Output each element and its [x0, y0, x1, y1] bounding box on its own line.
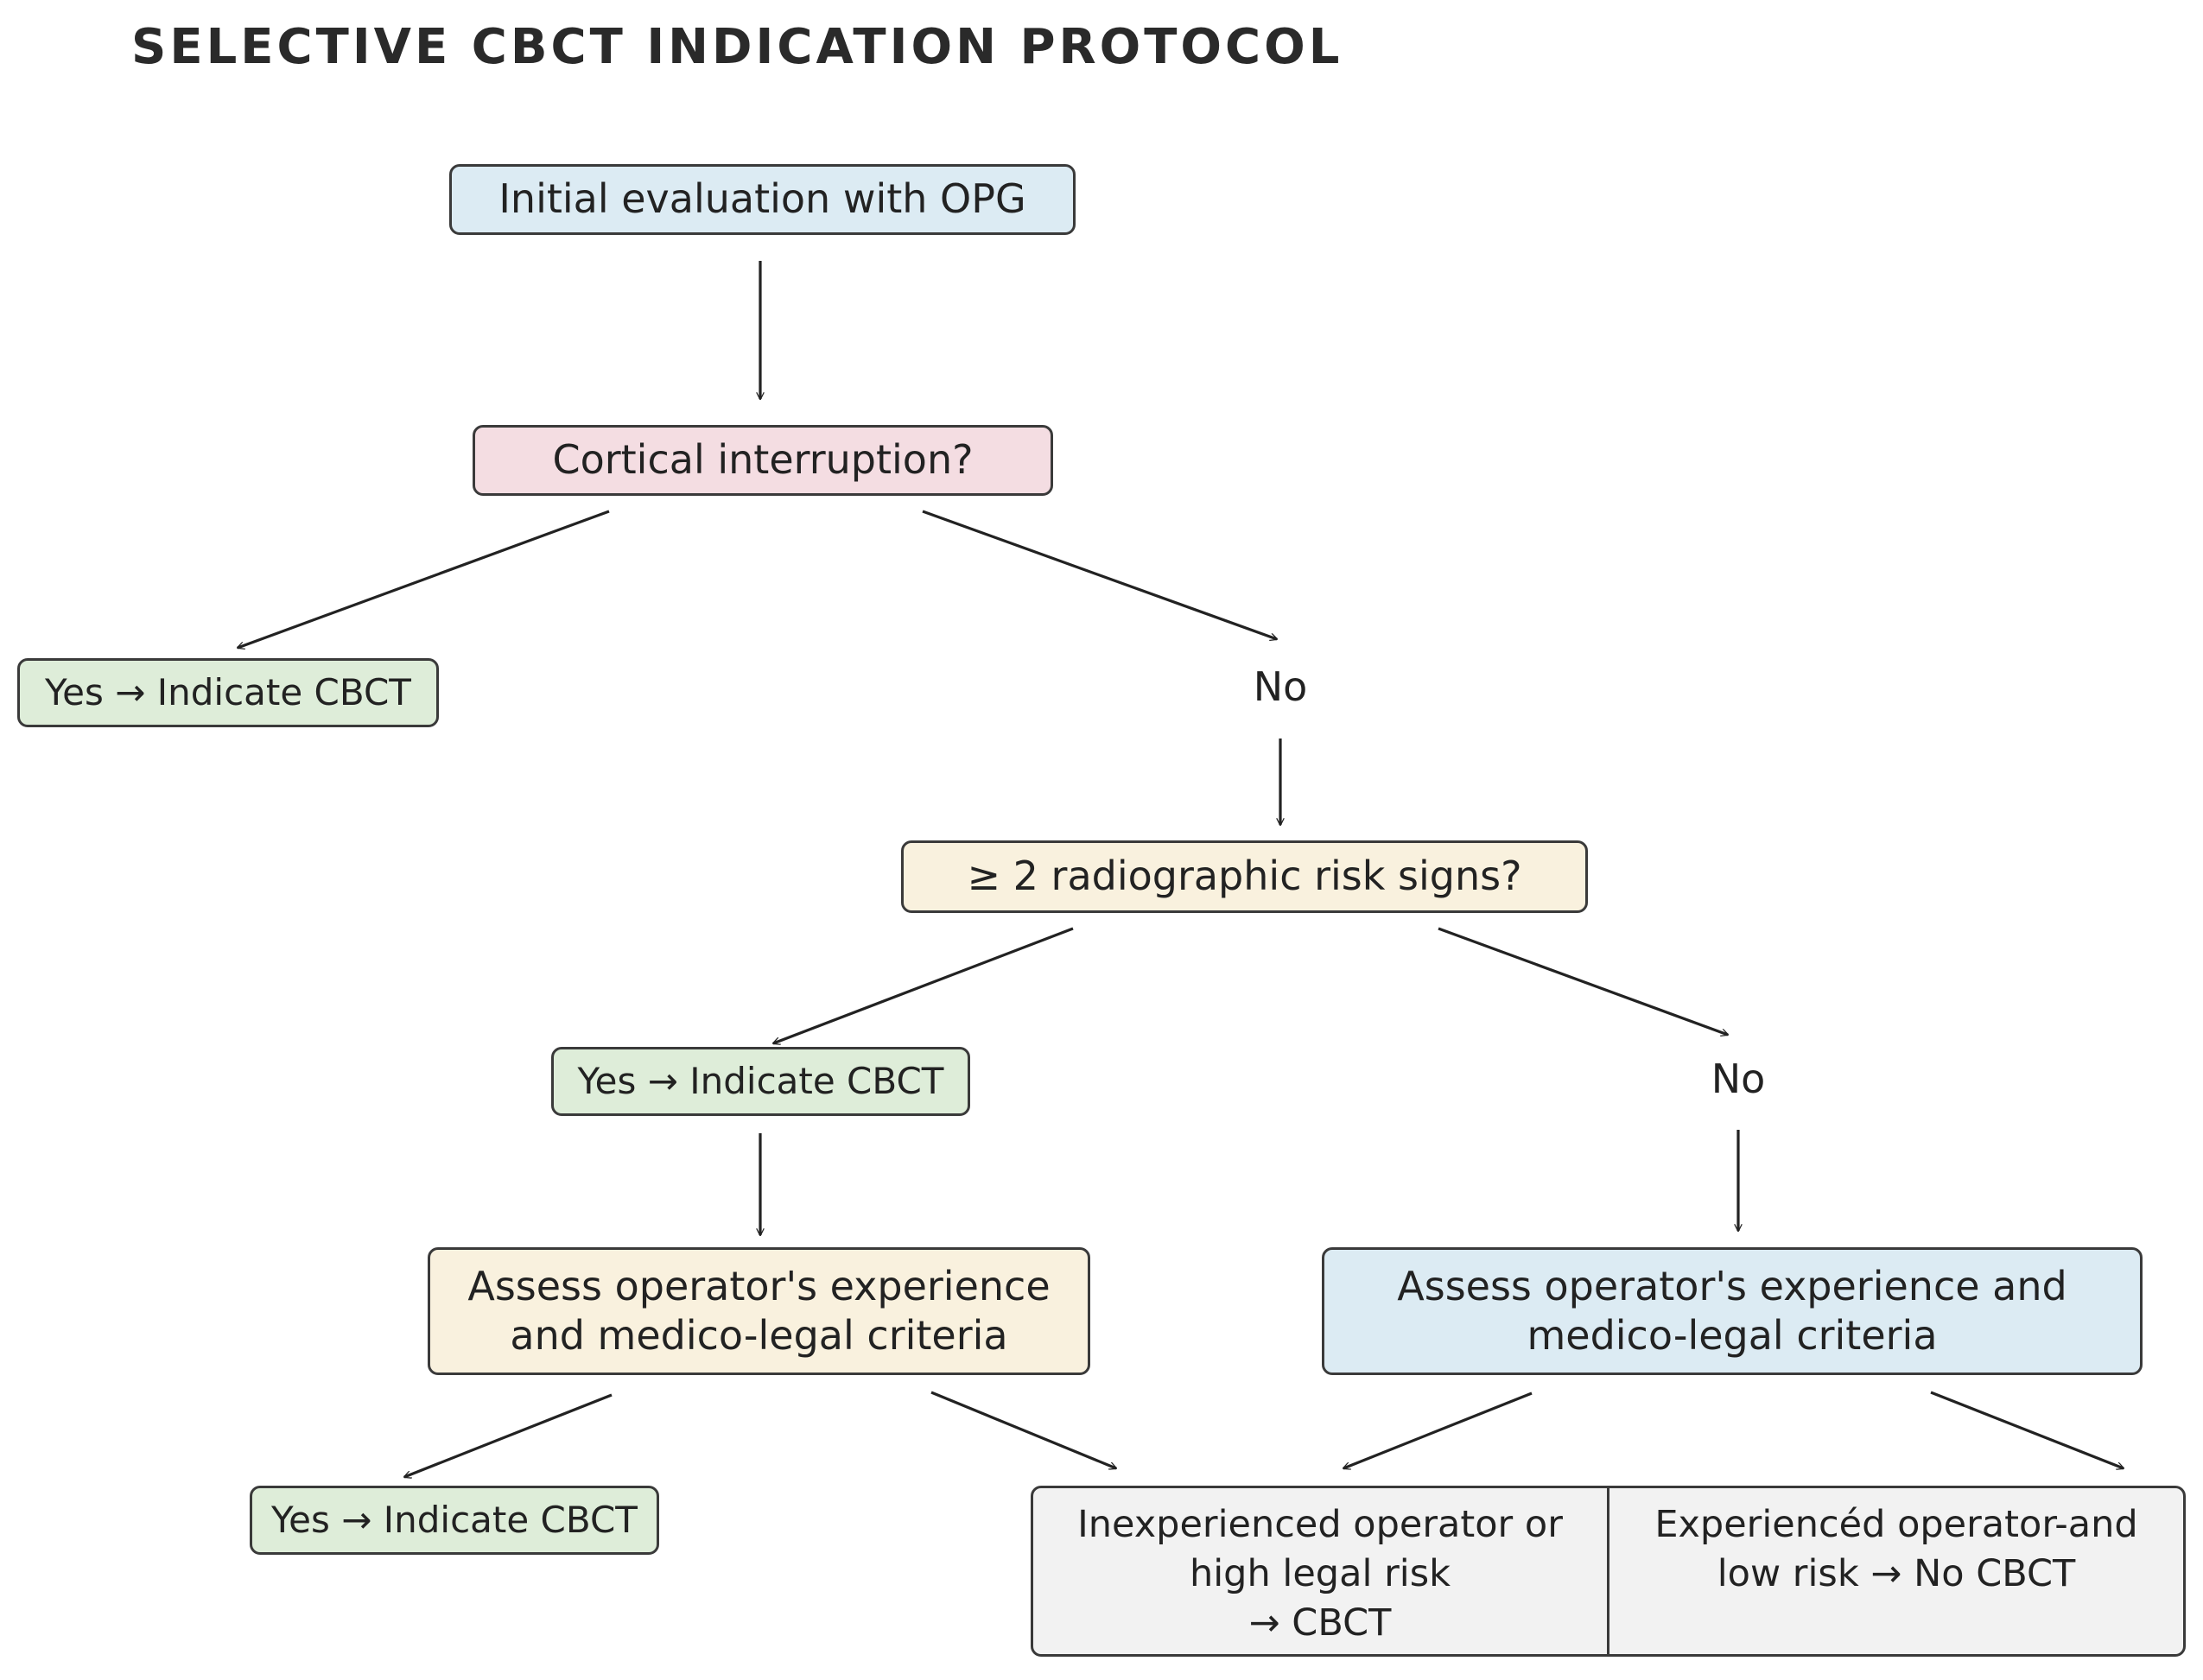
assess-left-line-2: and medico-legal criteria [510, 1312, 1008, 1359]
outcome-left-line-2: high legal risk [1189, 1551, 1451, 1595]
arrow-cortical-to-no1 [922, 510, 1277, 639]
assess-right-line-1: Assess operator's experience and [1397, 1262, 2067, 1309]
arrow-cortical-to-yes1 [238, 510, 610, 648]
outcome-left-line-3: → CBCT [1248, 1601, 1392, 1645]
assess-criteria-right: Assess operator's experience and medico-… [1322, 1247, 2143, 1375]
outcome-right-line-1: Experiencéd operator-and [1654, 1503, 2138, 1546]
yes-indicate-cbct-3-label: Yes → Indicate CBCT [271, 1498, 638, 1541]
cortical-interruption-label: Cortical interruption? [552, 436, 974, 484]
outcome-right-line-2: low risk → No CBCT [1717, 1551, 2076, 1595]
arrow-risk-to-yes2 [773, 927, 1074, 1043]
no-label-1: No [1253, 663, 1308, 710]
assess-left-line-1: Assess operator's experience [467, 1262, 1051, 1309]
outcome-left-line-1: Inexperienced operator or [1077, 1503, 1563, 1546]
arrow-risk-to-no2 [1438, 927, 1728, 1035]
cortical-interruption-node: Cortical interruption? [473, 425, 1053, 496]
assess-right-line-2: medico-legal criteria [1527, 1312, 1938, 1359]
arrow-assess-right-to-outcome-left [1343, 1392, 1533, 1468]
assess-criteria-left: Assess operator's experience and medico-… [428, 1247, 1090, 1375]
yes-indicate-cbct-1: Yes → Indicate CBCT [17, 658, 439, 727]
risk-signs-label: ≥ 2 radiographic risk signs? [967, 853, 1522, 900]
diagram-title: SELECTIVE CBCT INDICATION PROTOCOL [131, 19, 1343, 75]
outcome-box: Inexperienced operator or high legal ris… [1031, 1486, 2186, 1657]
no-label-2: No [1711, 1056, 1766, 1102]
yes-indicate-cbct-2: Yes → Indicate CBCT [551, 1047, 970, 1116]
arrow-assess-right-to-outcome-right [1930, 1391, 2124, 1468]
arrow-assess-left-to-outcome [930, 1391, 1116, 1468]
start-node: Initial evaluation with OPG [449, 164, 1076, 235]
risk-signs-node: ≥ 2 radiographic risk signs? [901, 840, 1588, 913]
outcome-experienced: Experiencéd operator-and low risk → No C… [1609, 1488, 2183, 1654]
yes-indicate-cbct-3: Yes → Indicate CBCT [250, 1486, 659, 1555]
arrow-assess-left-to-yes3 [404, 1393, 613, 1477]
yes-indicate-cbct-1-label: Yes → Indicate CBCT [45, 670, 411, 713]
outcome-inexperienced: Inexperienced operator or high legal ris… [1033, 1488, 1609, 1654]
yes-indicate-cbct-2-label: Yes → Indicate CBCT [577, 1059, 944, 1102]
start-node-label: Initial evaluation with OPG [498, 175, 1026, 223]
